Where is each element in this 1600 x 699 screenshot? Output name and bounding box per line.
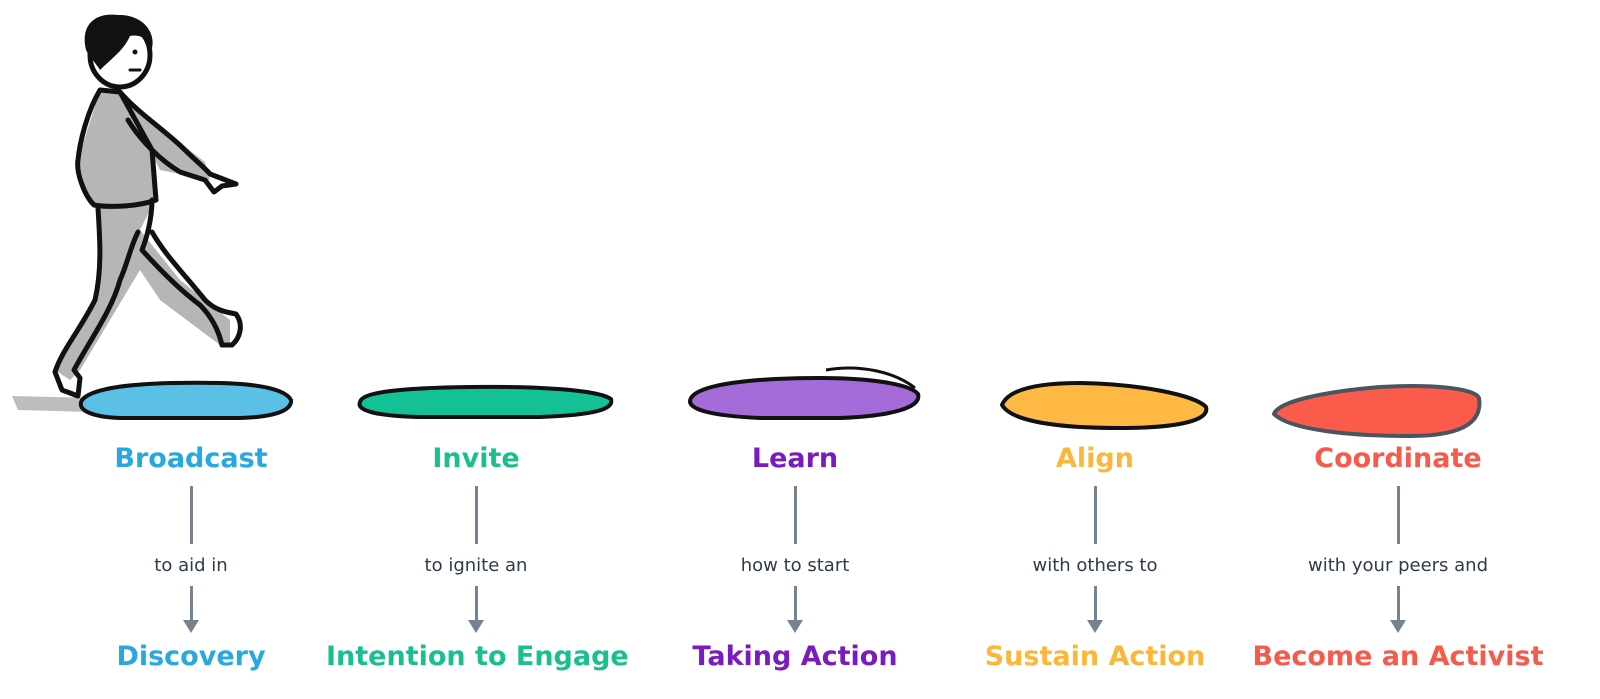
step-connector-text: with your peers and [1307,555,1489,576]
connector-line [793,486,797,544]
down-arrow-icon [1086,586,1103,633]
illustration-layer [12,14,1482,439]
step-verb: Learn [751,443,839,474]
step-connector-text: with others to [1032,555,1158,576]
stepping-stone-coordinate [1271,384,1482,439]
stepping-stone-invite [357,384,614,419]
connector-line [1093,486,1097,544]
step-goal: Discovery [116,641,266,672]
step-goal: Become an Activist [1252,641,1544,672]
step-goal: Intention to Engage [326,641,629,672]
step-goal: Sustain Action [984,641,1206,672]
down-arrow-icon [467,586,484,633]
step-connector-text: how to start [740,555,850,576]
step-align: Align with others to Sustain Action [945,440,1245,676]
connector-line [474,486,478,544]
step-learn: Learn how to start Taking Action [645,440,945,676]
stepping-stone-align [999,380,1209,431]
stepping-stone-broadcast [78,380,293,420]
step-invite: Invite to ignite an Intention to Engage [326,440,629,676]
connector-line [189,486,193,544]
walking-person-icon [12,14,243,412]
down-arrow-icon [182,586,199,633]
step-goal: Taking Action [692,641,898,672]
stepping-stone-learn [688,366,921,420]
step-verb: Broadcast [114,443,268,474]
step-verb: Invite [432,443,520,474]
connector-line [1396,486,1400,544]
step-verb: Align [1056,443,1134,474]
step-connector-text: to aid in [154,555,228,576]
step-coordinate: Coordinate with your peers and Become an… [1248,440,1548,676]
down-arrow-icon [786,586,803,633]
step-broadcast: Broadcast to aid in Discovery [41,440,341,676]
step-connector-text: to ignite an [424,555,528,576]
step-verb: Coordinate [1314,443,1482,474]
down-arrow-icon [1389,586,1406,633]
